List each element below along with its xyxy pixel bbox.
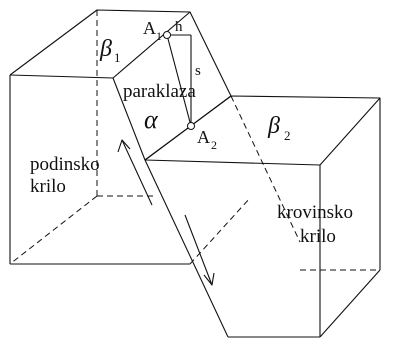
label-beta1: β <box>99 36 112 62</box>
movement-arrows <box>117 139 215 286</box>
label-footwall-line1: podinsko <box>30 154 100 175</box>
displacement-markers <box>163 31 195 130</box>
label-hangingwall-line1: krovinsko <box>277 202 353 223</box>
hangingwall-top-face <box>144 95 381 166</box>
point-a2 <box>187 122 195 130</box>
hangingwall-down-arrow-shaft <box>184 214 213 286</box>
fault-top-right-edge <box>189 11 232 97</box>
fault-top-left-edge <box>112 77 146 161</box>
label-a1-sub: 1 <box>156 29 162 43</box>
label-a2-sub: 2 <box>211 138 217 152</box>
fault-plane-front-lower <box>144 159 229 338</box>
fault-plane <box>112 11 301 338</box>
label-s: s <box>195 63 201 79</box>
label-beta2-sub: 2 <box>284 128 291 143</box>
fault-plane-back-hidden-2 <box>264 167 301 243</box>
label-a2: A <box>197 127 210 147</box>
label-beta2: β <box>267 113 280 139</box>
fault-plane-back-hidden <box>230 95 266 169</box>
footwall-up-arrow-head <box>117 139 131 153</box>
label-footwall-line2: krilo <box>30 176 66 197</box>
hangingwall-block <box>144 95 381 338</box>
label-fault: paraklaza <box>123 81 196 102</box>
label-alpha: α <box>144 105 159 134</box>
footwall-back-bottom-hidden <box>9 195 98 265</box>
footwall-right-hidden <box>189 197 251 265</box>
label-beta1-sub: 1 <box>114 50 121 65</box>
label-hangingwall-line2: krilo <box>300 226 336 247</box>
label-a1: A <box>143 18 156 38</box>
footwall-block <box>9 9 251 265</box>
point-a1 <box>163 31 171 39</box>
footwall-up-arrow-shaft <box>121 139 153 206</box>
hangingwall-bottom-right-edge <box>319 269 381 338</box>
hangingwall-down-arrow-head <box>203 272 215 286</box>
slip-vector-s <box>166 34 192 127</box>
label-h: h <box>175 19 183 35</box>
